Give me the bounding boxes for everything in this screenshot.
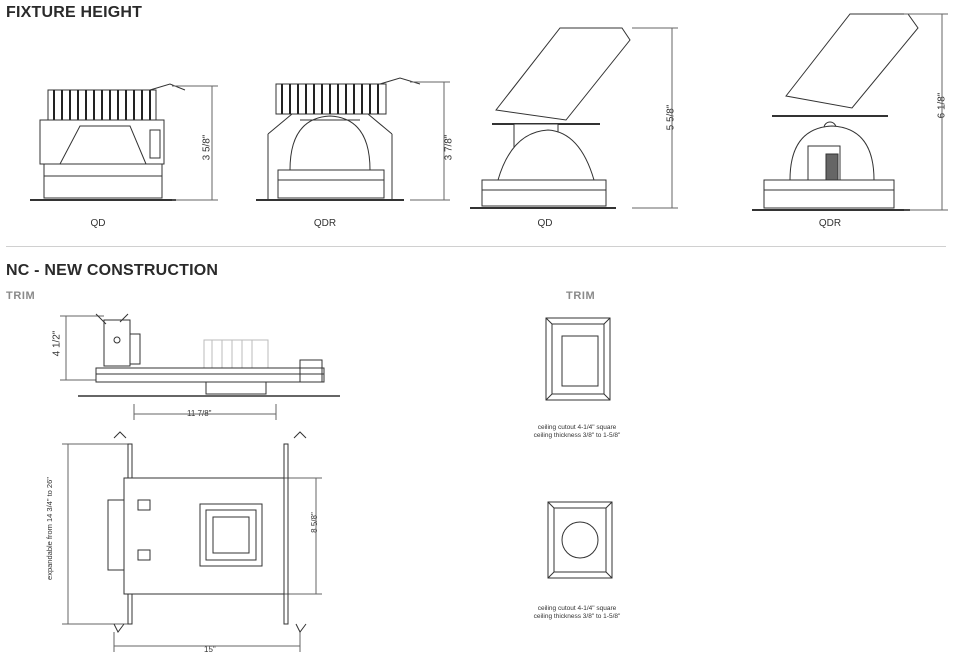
fixture-caption-1: QD <box>90 218 106 229</box>
trim-note-square-line1: ceiling cutout 4-1/4" square <box>537 424 617 431</box>
fixture-drawing-qdr-tall <box>752 14 948 210</box>
trim-note-square-line2: ceiling thickness 3/8" to 1-5/8" <box>533 432 621 439</box>
trim-note-round-line2: ceiling thickness 3/8" to 1-5/8" <box>533 613 621 620</box>
fixture-caption-2: QDR <box>313 218 337 229</box>
trim-note-square: ceiling cutout 4-1/4" square ceiling thi… <box>497 424 657 440</box>
trim-note-round-line1: ceiling cutout 4-1/4" square <box>537 605 617 612</box>
fixture-drawing-qdr-short <box>256 78 450 200</box>
trim-drawing-square <box>546 318 610 400</box>
dim-nc-bottom-width: 15" <box>202 645 218 654</box>
trim-note-round: ceiling cutout 4-1/4" square ceiling thi… <box>497 605 657 621</box>
section-divider <box>6 246 946 247</box>
fixture-drawing-qd-tall <box>470 28 678 208</box>
fixture-caption-4: QDR <box>818 218 842 229</box>
trim-heading-left: TRIM <box>6 290 36 302</box>
trim-drawing-round <box>548 502 612 578</box>
section-title-new-construction: NC - NEW CONSTRUCTION <box>6 262 219 279</box>
nc-plan-view <box>62 404 322 652</box>
trim-heading-right: TRIM <box>566 290 596 302</box>
nc-side-elevation <box>60 314 340 396</box>
section-title-fixture-height: FIXTURE HEIGHT <box>6 4 143 21</box>
fixture-caption-3: QD <box>537 218 553 229</box>
fixture-drawing-qd-short <box>30 84 218 200</box>
